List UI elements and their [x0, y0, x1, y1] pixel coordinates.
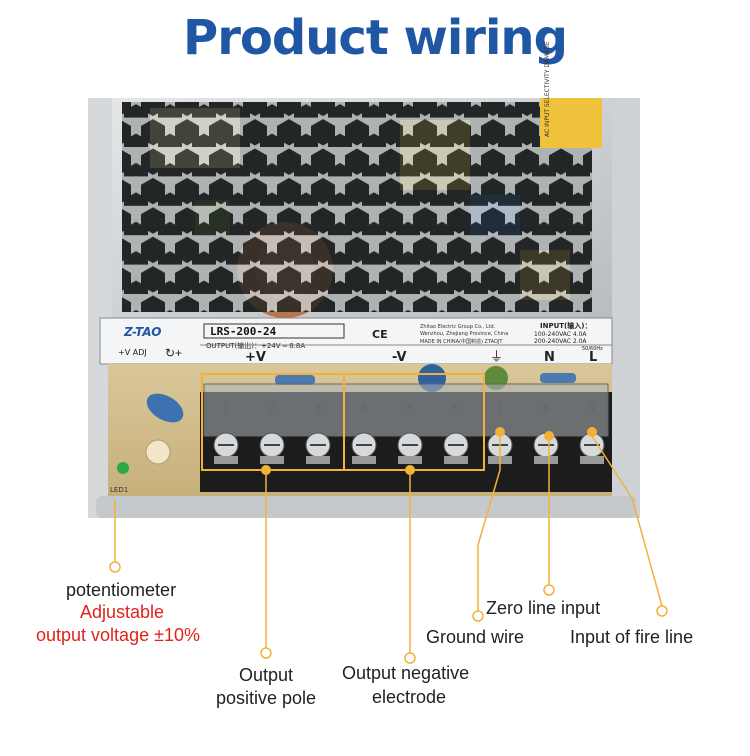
ring-fire-line — [656, 605, 668, 617]
led-label: LED1 — [110, 486, 128, 494]
dot-output-positive — [261, 465, 271, 475]
ring-zero-line — [543, 584, 555, 596]
potentiometer-knob — [145, 439, 171, 465]
terminal-cover — [203, 383, 609, 437]
label-output-negative-2: electrode — [372, 687, 447, 707]
terminal-label-positive: +V — [245, 350, 266, 365]
warning-sticker — [540, 98, 602, 148]
case-bottom — [96, 496, 636, 518]
company-address: Wenzhou, Zhejiang Province, China — [420, 331, 508, 337]
label-output-voltage: output voltage ±10% — [36, 625, 200, 645]
terminal-number-9: 9 — [589, 402, 596, 415]
callouts — [114, 432, 663, 655]
dot-ground — [495, 427, 505, 437]
terminal-number-8: 8 — [543, 402, 550, 415]
terminal-label-negative: -V — [392, 350, 407, 365]
ring-potentiometer — [109, 561, 121, 573]
adj-label: +V ADJ — [118, 348, 147, 357]
terminal-number-3: 3 — [315, 402, 322, 415]
terminal-number-1: 1 — [223, 402, 230, 415]
resistor-2 — [540, 373, 576, 383]
input-line-3: 50/60Hz — [582, 346, 603, 352]
resistor — [275, 375, 315, 385]
made-in: MADE IN CHINA(中国制造) ZTAOJT — [420, 338, 503, 345]
callout-dots — [261, 427, 597, 475]
company-name: Zhitao Electric Group Co., Ltd. — [420, 324, 496, 330]
callout-rings — [109, 561, 668, 664]
terminal-number-2: 2 — [269, 402, 276, 415]
leader-fire-line — [591, 435, 663, 607]
label-output-positive-2: positive pole — [215, 688, 317, 708]
label-output-negative-1: Output negative — [342, 663, 470, 683]
ce-mark: CE — [372, 328, 388, 341]
adj-arrow-icon: ↻+ — [165, 346, 182, 360]
terminal-number-6: 6 — [453, 402, 460, 415]
brand-logo: Z-TAO — [123, 325, 161, 339]
label-output-positive-1: Output — [238, 665, 294, 685]
model-box — [203, 323, 345, 339]
ring-ground — [472, 610, 484, 622]
capacitor — [146, 393, 184, 423]
label-strip — [99, 317, 613, 365]
dot-output-negative — [405, 465, 415, 475]
warning-text: AC INPUT SELECTIVITY DAMAGE — [544, 41, 551, 137]
ring-output-positive — [260, 647, 272, 659]
model-number: LRS-200-24 — [210, 325, 277, 338]
terminal-number-4: 4 — [361, 402, 368, 415]
perforated-grille — [122, 102, 592, 312]
terminal-number-7: 7 — [497, 402, 504, 415]
dot-fire-line — [587, 427, 597, 437]
label-potentiometer: potentiometer — [66, 580, 177, 600]
led — [117, 462, 129, 474]
ground-symbol-icon: ⏚ — [490, 350, 503, 365]
terminal-label-l: L — [589, 350, 597, 365]
ring-output-negative — [404, 652, 416, 664]
input-line-1: 100-240VAC 4.0A — [534, 331, 587, 338]
label-zero-line: Zero line input — [486, 598, 601, 618]
label-adjustable: Adjustable — [80, 602, 165, 622]
input-title: INPUT(输入)： — [540, 321, 591, 330]
input-line-2: 200-240VAC 2.0A — [534, 338, 587, 345]
page-title: Product wiring — [183, 10, 568, 66]
leader-ground — [477, 432, 501, 612]
label-ground-wire: Ground wire — [426, 627, 525, 647]
dot-zero-line — [544, 431, 554, 441]
output-spec: OUTPUT(输出)：+24V ═ 8.8A — [206, 341, 305, 350]
label-fire-line: Input of fire line — [570, 627, 694, 647]
terminal-number-5: 5 — [407, 402, 414, 415]
terminal-label-n: N — [544, 350, 555, 365]
